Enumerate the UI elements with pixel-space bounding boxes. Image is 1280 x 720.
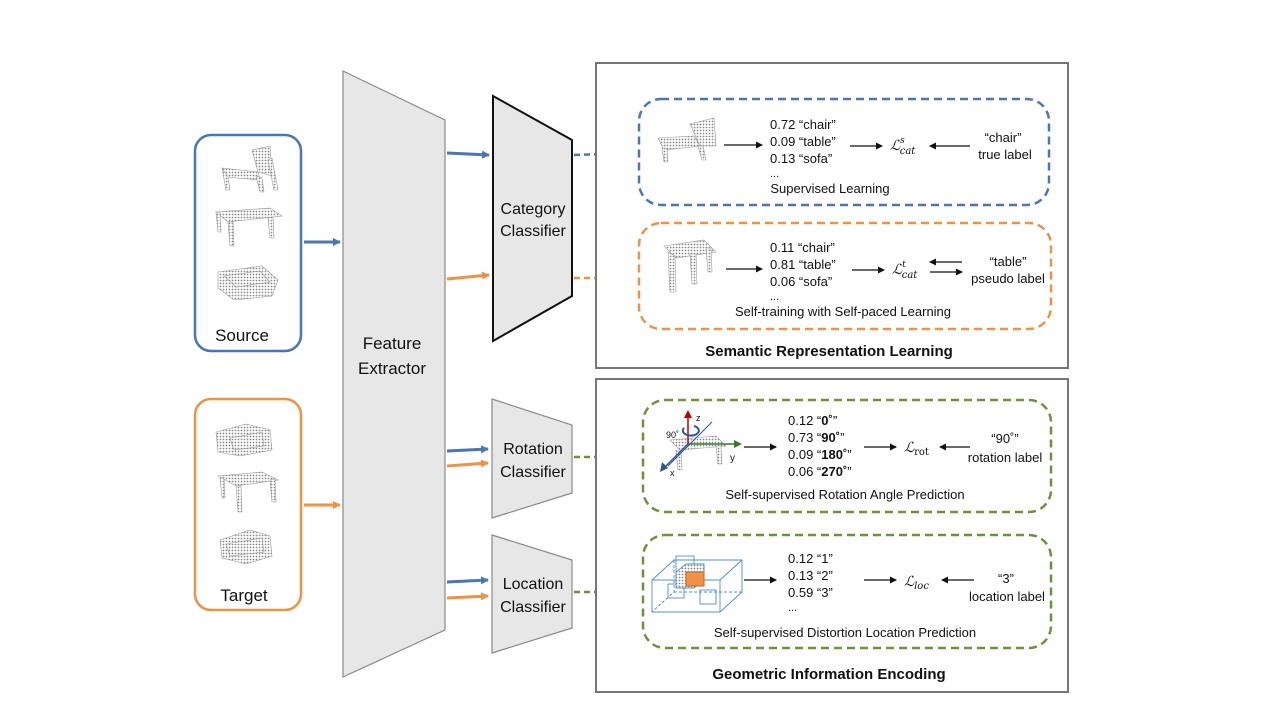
target-box: Target — [193, 397, 303, 612]
location-label-name: location label — [969, 589, 1045, 604]
source-sofa-pointcloud — [217, 265, 279, 301]
location-score-0: 0.12 “1” — [788, 551, 833, 566]
supervised-score-1: 0.09 “table” — [770, 134, 836, 149]
rotation-label-value: “90˚” — [991, 431, 1018, 446]
supervised-label-name: true label — [978, 147, 1032, 162]
location-caption: Self-supervised Distortion Location Pred… — [714, 625, 976, 640]
location-loss: ℒloc — [904, 574, 929, 592]
extractor-to-rotation-arrow-source — [446, 445, 489, 454]
location-score-1: 0.13 “2” — [788, 568, 833, 583]
category-classifier-line1: Category — [501, 201, 566, 218]
location-score-2: 0.59 “3” — [788, 585, 833, 600]
semantic-panel: Semantic Representation Learning 0.72 “c… — [595, 62, 1069, 369]
location-classifier-line1: Location — [503, 576, 564, 593]
rotation-loss: ℒrot — [904, 440, 929, 458]
source-chair-pointcloud — [221, 145, 279, 193]
supervised-score-2: 0.13 “sofa” — [770, 151, 832, 166]
supervised-score-3: ... — [770, 168, 779, 180]
extractor-to-category-arrow-target — [446, 271, 490, 281]
feature-extractor: Feature Extractor — [342, 70, 446, 678]
geometric-panel-title: Geometric Information Encoding — [712, 666, 945, 683]
target-table-pointcloud — [217, 471, 279, 513]
feature-extractor-line2: Extractor — [358, 359, 426, 378]
location-classifier-line2: Classifier — [500, 599, 566, 616]
source-label: Source — [215, 326, 269, 345]
axis-y-label: y — [730, 453, 735, 464]
target-sofa-pointcloud — [219, 529, 273, 565]
rotation-prediction-block: z y x 90˚ 0.12 “0˚” 0.73 “90˚” 0.09 “180… — [641, 398, 1053, 514]
location-classifier: Location Classifier — [491, 534, 573, 654]
distorted-region-highlight — [685, 571, 705, 587]
supervised-chair-pointcloud — [657, 117, 717, 163]
extractor-to-category-arrow-source — [446, 150, 490, 159]
rotation-label-name: rotation label — [968, 450, 1043, 465]
selftraining-label-value: “table” — [990, 254, 1027, 269]
selftraining-caption: Self-training with Self-paced Learning — [735, 304, 951, 319]
source-box: Source — [193, 133, 303, 353]
semantic-panel-title: Semantic Representation Learning — [705, 343, 953, 360]
geometric-panel: Geometric Information Encoding z y x — [595, 378, 1069, 693]
self-training-table-pointcloud — [663, 239, 717, 293]
feature-extractor-line1: Feature — [363, 334, 422, 353]
selftraining-score-2: 0.06 “sofa” — [770, 274, 832, 289]
selftraining-label-name: pseudo label — [971, 271, 1045, 286]
target-label: Target — [220, 586, 268, 605]
rotation-caption: Self-supervised Rotation Angle Predictio… — [725, 487, 964, 502]
self-training-block: 0.11 “chair” 0.81 “table” 0.06 “sofa” ..… — [637, 221, 1053, 331]
selftraining-score-0: 0.11 “chair” — [770, 240, 835, 255]
rotation-score-3: 0.06 “270˚” — [788, 464, 852, 479]
rotation-score-1: 0.73 “90˚” — [788, 430, 844, 445]
rotation-classifier: Rotation Classifier — [491, 398, 573, 519]
location-label-value: “3” — [998, 571, 1014, 586]
rotation-axes: z y x 90˚ — [660, 410, 742, 478]
category-classifier-line2: Classifier — [500, 223, 566, 240]
supervised-caption: Supervised Learning — [770, 181, 889, 196]
rotation-score-2: 0.09 “180˚” — [788, 447, 852, 462]
location-score-3: ... — [788, 602, 797, 614]
supervised-learning-block: 0.72 “chair” 0.09 “table” 0.13 “sofa” ..… — [637, 97, 1051, 207]
rotation-classifier-line1: Rotation — [503, 441, 563, 458]
location-prediction-block: 0.12 “1” 0.13 “2” 0.59 “3” ... ℒloc “3” … — [641, 533, 1053, 650]
extractor-to-location-arrow-source — [446, 576, 489, 585]
category-classifier: Category Classifier — [492, 94, 573, 343]
selftraining-score-3: ... — [770, 291, 779, 303]
extractor-to-location-arrow-target — [446, 592, 489, 601]
target-chair-pointcloud — [215, 423, 273, 457]
supervised-score-0: 0.72 “chair” — [770, 117, 836, 132]
rotation-score-0: 0.12 “0˚” — [788, 413, 837, 428]
axis-z-label: z — [696, 413, 701, 423]
axis-x-label: x — [670, 468, 675, 478]
selftraining-score-1: 0.81 “table” — [770, 257, 836, 272]
supervised-label-value: “chair” — [985, 130, 1022, 145]
extractor-to-rotation-arrow-target — [446, 459, 489, 468]
rotation-angle-label: 90˚ — [666, 430, 679, 440]
source-table-pointcloud — [215, 207, 283, 247]
rotation-classifier-line2: Classifier — [500, 464, 566, 481]
